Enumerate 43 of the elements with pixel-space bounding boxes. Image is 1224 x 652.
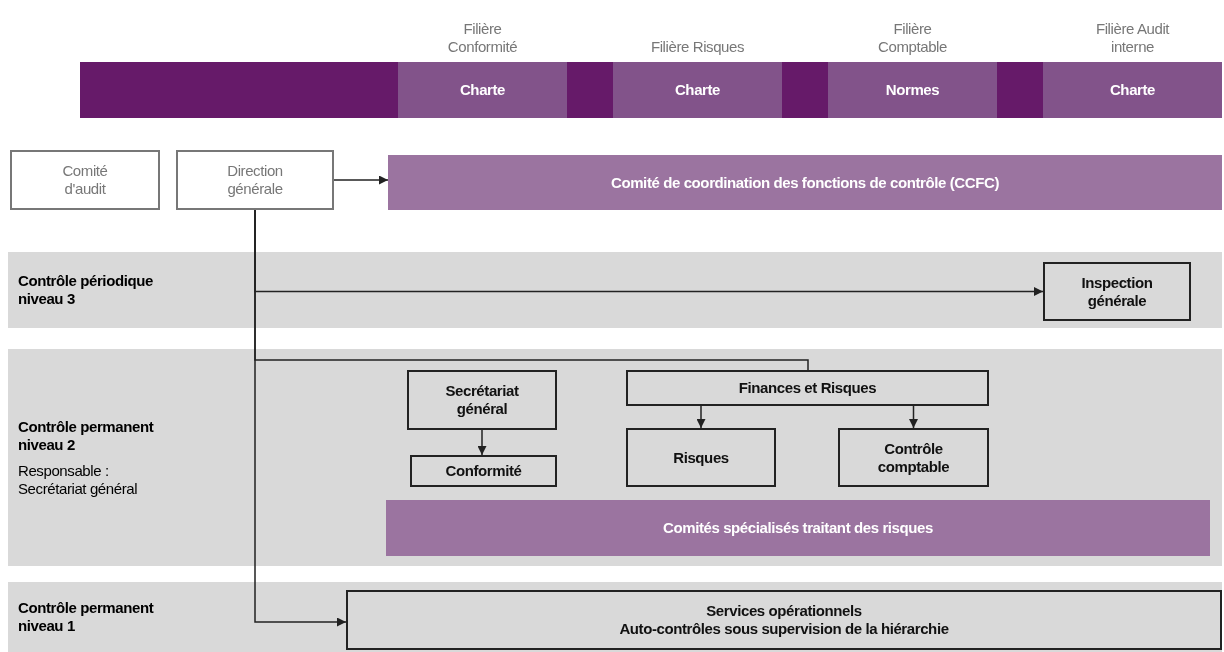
- unit-box: [626, 428, 776, 487]
- box-label: Auto-contrôles sous supervision de la hiérarchie: [619, 620, 949, 638]
- box-label: Comités spécialisés traitant des risques: [663, 519, 933, 537]
- box-label: Conformité: [445, 462, 522, 480]
- box-label: Charte: [674, 81, 721, 99]
- filiere-heading: Filière Comptable: [877, 20, 948, 56]
- box-label: Secrétariat général: [444, 382, 520, 418]
- committee-banner: [386, 500, 1210, 556]
- box-label: Direction générale: [226, 162, 284, 198]
- box-label: Normes: [885, 81, 940, 99]
- level-title: Contrôle périodique niveau 3: [18, 272, 154, 308]
- committee-banner: [388, 155, 1222, 210]
- unit-box: [838, 428, 989, 487]
- box-label: Services opérationnels: [706, 602, 862, 620]
- box-label: Finances et Risques: [738, 379, 877, 397]
- box-label: Charte: [1109, 81, 1156, 99]
- governance-box: [10, 150, 160, 210]
- unit-box: [410, 455, 557, 487]
- filiere-heading: Filière Risques: [649, 38, 746, 56]
- arrow: [477, 429, 487, 456]
- unit-box: [346, 590, 1222, 650]
- governance-box: [176, 150, 334, 210]
- box-label: Charte: [459, 81, 506, 99]
- unit-box: [407, 370, 557, 430]
- box-label: Contrôle comptable: [876, 439, 951, 476]
- control-level-band: [8, 252, 1222, 328]
- arrow: [333, 175, 389, 185]
- control-level-band: [8, 582, 1222, 652]
- arrow: [696, 405, 706, 429]
- control-level-band: [8, 349, 1222, 566]
- filiere-heading: Filière Audit interne: [1094, 20, 1171, 56]
- box-label: Inspection générale: [1080, 273, 1154, 310]
- unit-box: [626, 370, 989, 406]
- filiere-heading: Filière Conformité: [446, 20, 519, 56]
- box-label: Risques: [673, 448, 729, 467]
- responsible-note: Responsable : Secrétariat général: [18, 461, 139, 498]
- level-title: Contrôle permanent niveau 1: [18, 599, 155, 635]
- unit-box: [1043, 262, 1191, 321]
- arrow: [909, 405, 918, 429]
- box-label: Comité d'audit: [61, 162, 109, 198]
- arrow: [254, 209, 347, 627]
- box-label: Comité de coordination des fonctions de contrôle (CCFC): [611, 173, 999, 192]
- level-title: Contrôle permanent niveau 2: [18, 417, 155, 454]
